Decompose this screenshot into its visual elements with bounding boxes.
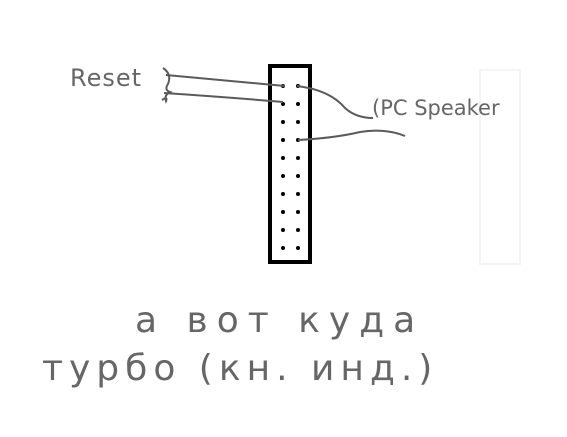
header-pin <box>296 228 300 232</box>
pc-speaker-label: (PC Speaker <box>372 96 500 120</box>
note-line-2: турбо (кн. инд.) <box>42 348 438 389</box>
pin-header-outline <box>268 64 312 264</box>
header-pin <box>281 174 285 178</box>
header-pin <box>296 246 300 250</box>
header-pin <box>281 120 285 124</box>
header-pin <box>281 210 285 214</box>
header-pin <box>281 102 285 106</box>
header-pin <box>281 246 285 250</box>
speaker-wire-bottom <box>297 129 406 141</box>
header-pin <box>296 156 300 160</box>
header-pin <box>281 138 285 142</box>
header-pin <box>281 156 285 160</box>
header-pin <box>281 192 285 196</box>
reset-wire-bottom <box>163 92 284 103</box>
header-pin <box>296 174 300 178</box>
reset-brace <box>161 67 173 104</box>
reset-wire-top <box>165 74 286 87</box>
ghost-header-outline <box>479 69 521 265</box>
speaker-wire-top <box>296 85 374 119</box>
header-pin <box>296 210 300 214</box>
header-pin <box>296 102 300 106</box>
note-line-1: а вот куда <box>135 300 424 341</box>
header-pin <box>296 192 300 196</box>
header-pin <box>296 120 300 124</box>
reset-label: Reset <box>70 64 142 92</box>
header-pin <box>281 228 285 232</box>
